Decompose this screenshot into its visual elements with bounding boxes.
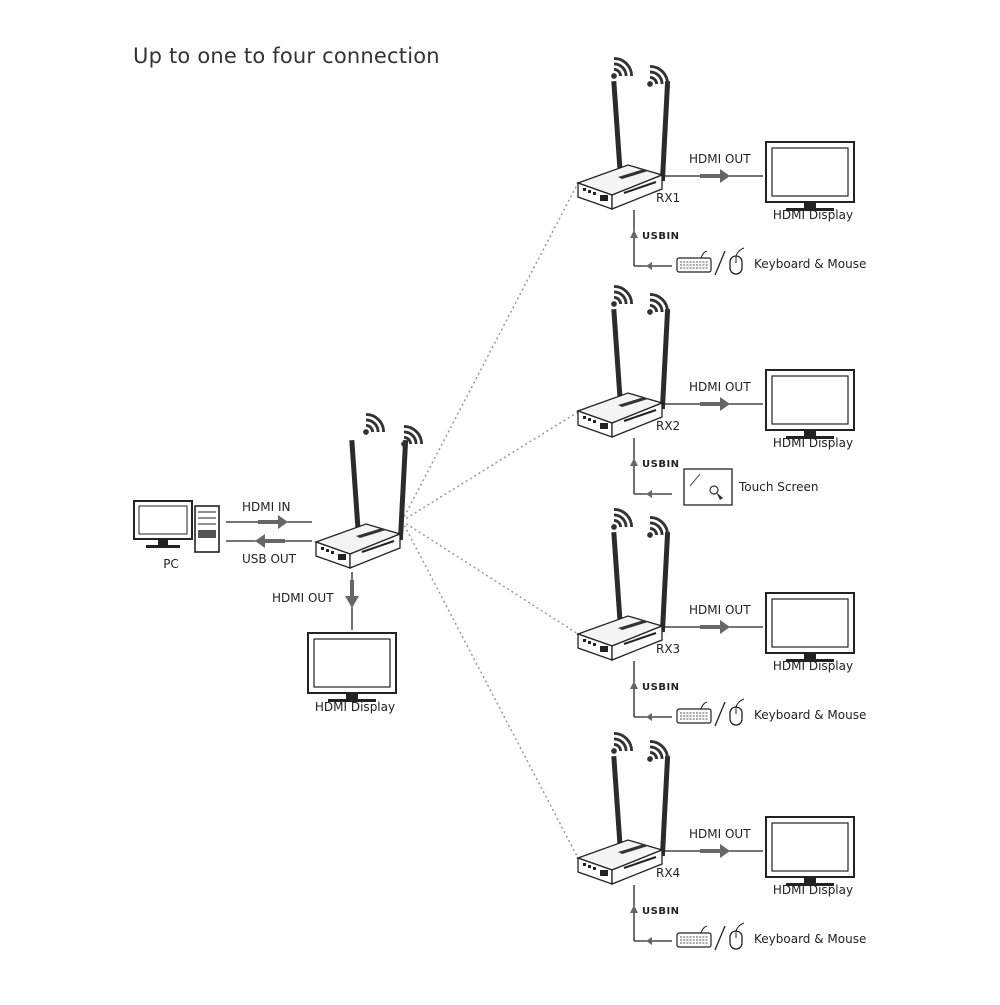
receiver-id-label: RX3 [656,642,680,656]
wifi-icon [361,412,386,437]
wifi-icon [609,284,634,309]
mouse-icon [729,698,745,726]
separator-slash [714,701,726,727]
local-hdmi-out-arrow [345,580,359,608]
extender-device-icon [577,80,672,210]
hdmi-display-label: HDMI Display [773,208,853,222]
usb-in-label: USBIN [642,459,680,470]
hdmi-out-label: HDMI OUT [689,152,751,166]
keyboard-icon [676,250,712,273]
diagram-title: Up to one to four connection [133,44,440,68]
pc-tower-icon [194,505,220,553]
pc-icon [133,500,220,553]
local-hdmi-out-label: HDMI OUT [272,591,334,605]
usb-arrow [630,458,638,466]
mouse-icon [729,922,745,950]
hdmi-display-label: HDMI Display [773,883,853,897]
touch-screen-icon [683,468,733,506]
transmitter-device-icon [315,439,410,569]
usb-out-arrow [255,534,285,548]
hdmi-display-label: HDMI Display [773,659,853,673]
usb-arrow [646,262,652,270]
monitor-icon [765,816,855,887]
receiver-id-label: RX1 [656,191,680,205]
peripheral-label: Keyboard & Mouse [754,932,866,946]
receiver-id-label: RX2 [656,419,680,433]
keyboard-icon [676,701,712,724]
wifi-icon [609,731,634,756]
extender-device-icon [577,308,672,438]
keyboard-icon [676,925,712,948]
separator-slash [714,250,726,276]
hdmi-out-arrow [700,844,730,858]
usb-arrow [646,937,652,945]
usb-in-label: USBIN [642,906,680,917]
usb-in-label: USBIN [642,682,680,693]
extender-device-icon [577,531,672,661]
hdmi-out-arrow [700,397,730,411]
pc-label: PC [163,557,179,571]
wireless-links [401,182,579,859]
hdmi-out-arrow [700,169,730,183]
hdmi-out-arrow [700,620,730,634]
wifi-icon [645,515,670,540]
monitor-icon [765,592,855,663]
hdmi-in-arrow [258,515,288,529]
local-display-label: HDMI Display [315,700,395,714]
usb-in-label: USBIN [642,231,680,242]
hdmi-out-label: HDMI OUT [689,603,751,617]
usb-arrow [646,713,652,721]
peripheral-label: Keyboard & Mouse [754,708,866,722]
monitor-icon [765,369,855,440]
hdmi-display-label: HDMI Display [773,436,853,450]
wifi-icon [645,64,670,89]
usb-arrow [630,230,638,238]
wifi-icon [609,507,634,532]
monitor-icon [765,141,855,212]
usb-arrow [630,905,638,913]
hdmi-out-label: HDMI OUT [689,380,751,394]
hdmi-in-label: HDMI IN [242,500,291,514]
wifi-icon [645,739,670,764]
monitor-icon [307,632,397,703]
wifi-icon [609,56,634,81]
wifi-icon [399,424,424,449]
wifi-icon [645,292,670,317]
usb-arrow [630,681,638,689]
hdmi-out-label: HDMI OUT [689,827,751,841]
peripheral-label: Touch Screen [738,480,819,494]
peripheral-label: Keyboard & Mouse [754,257,866,271]
extender-device-icon [577,755,672,885]
usb-out-label: USB OUT [242,552,297,566]
separator-slash [714,925,726,951]
receiver-id-label: RX4 [656,866,680,880]
usb-arrow [646,490,652,498]
mouse-icon [729,247,745,275]
